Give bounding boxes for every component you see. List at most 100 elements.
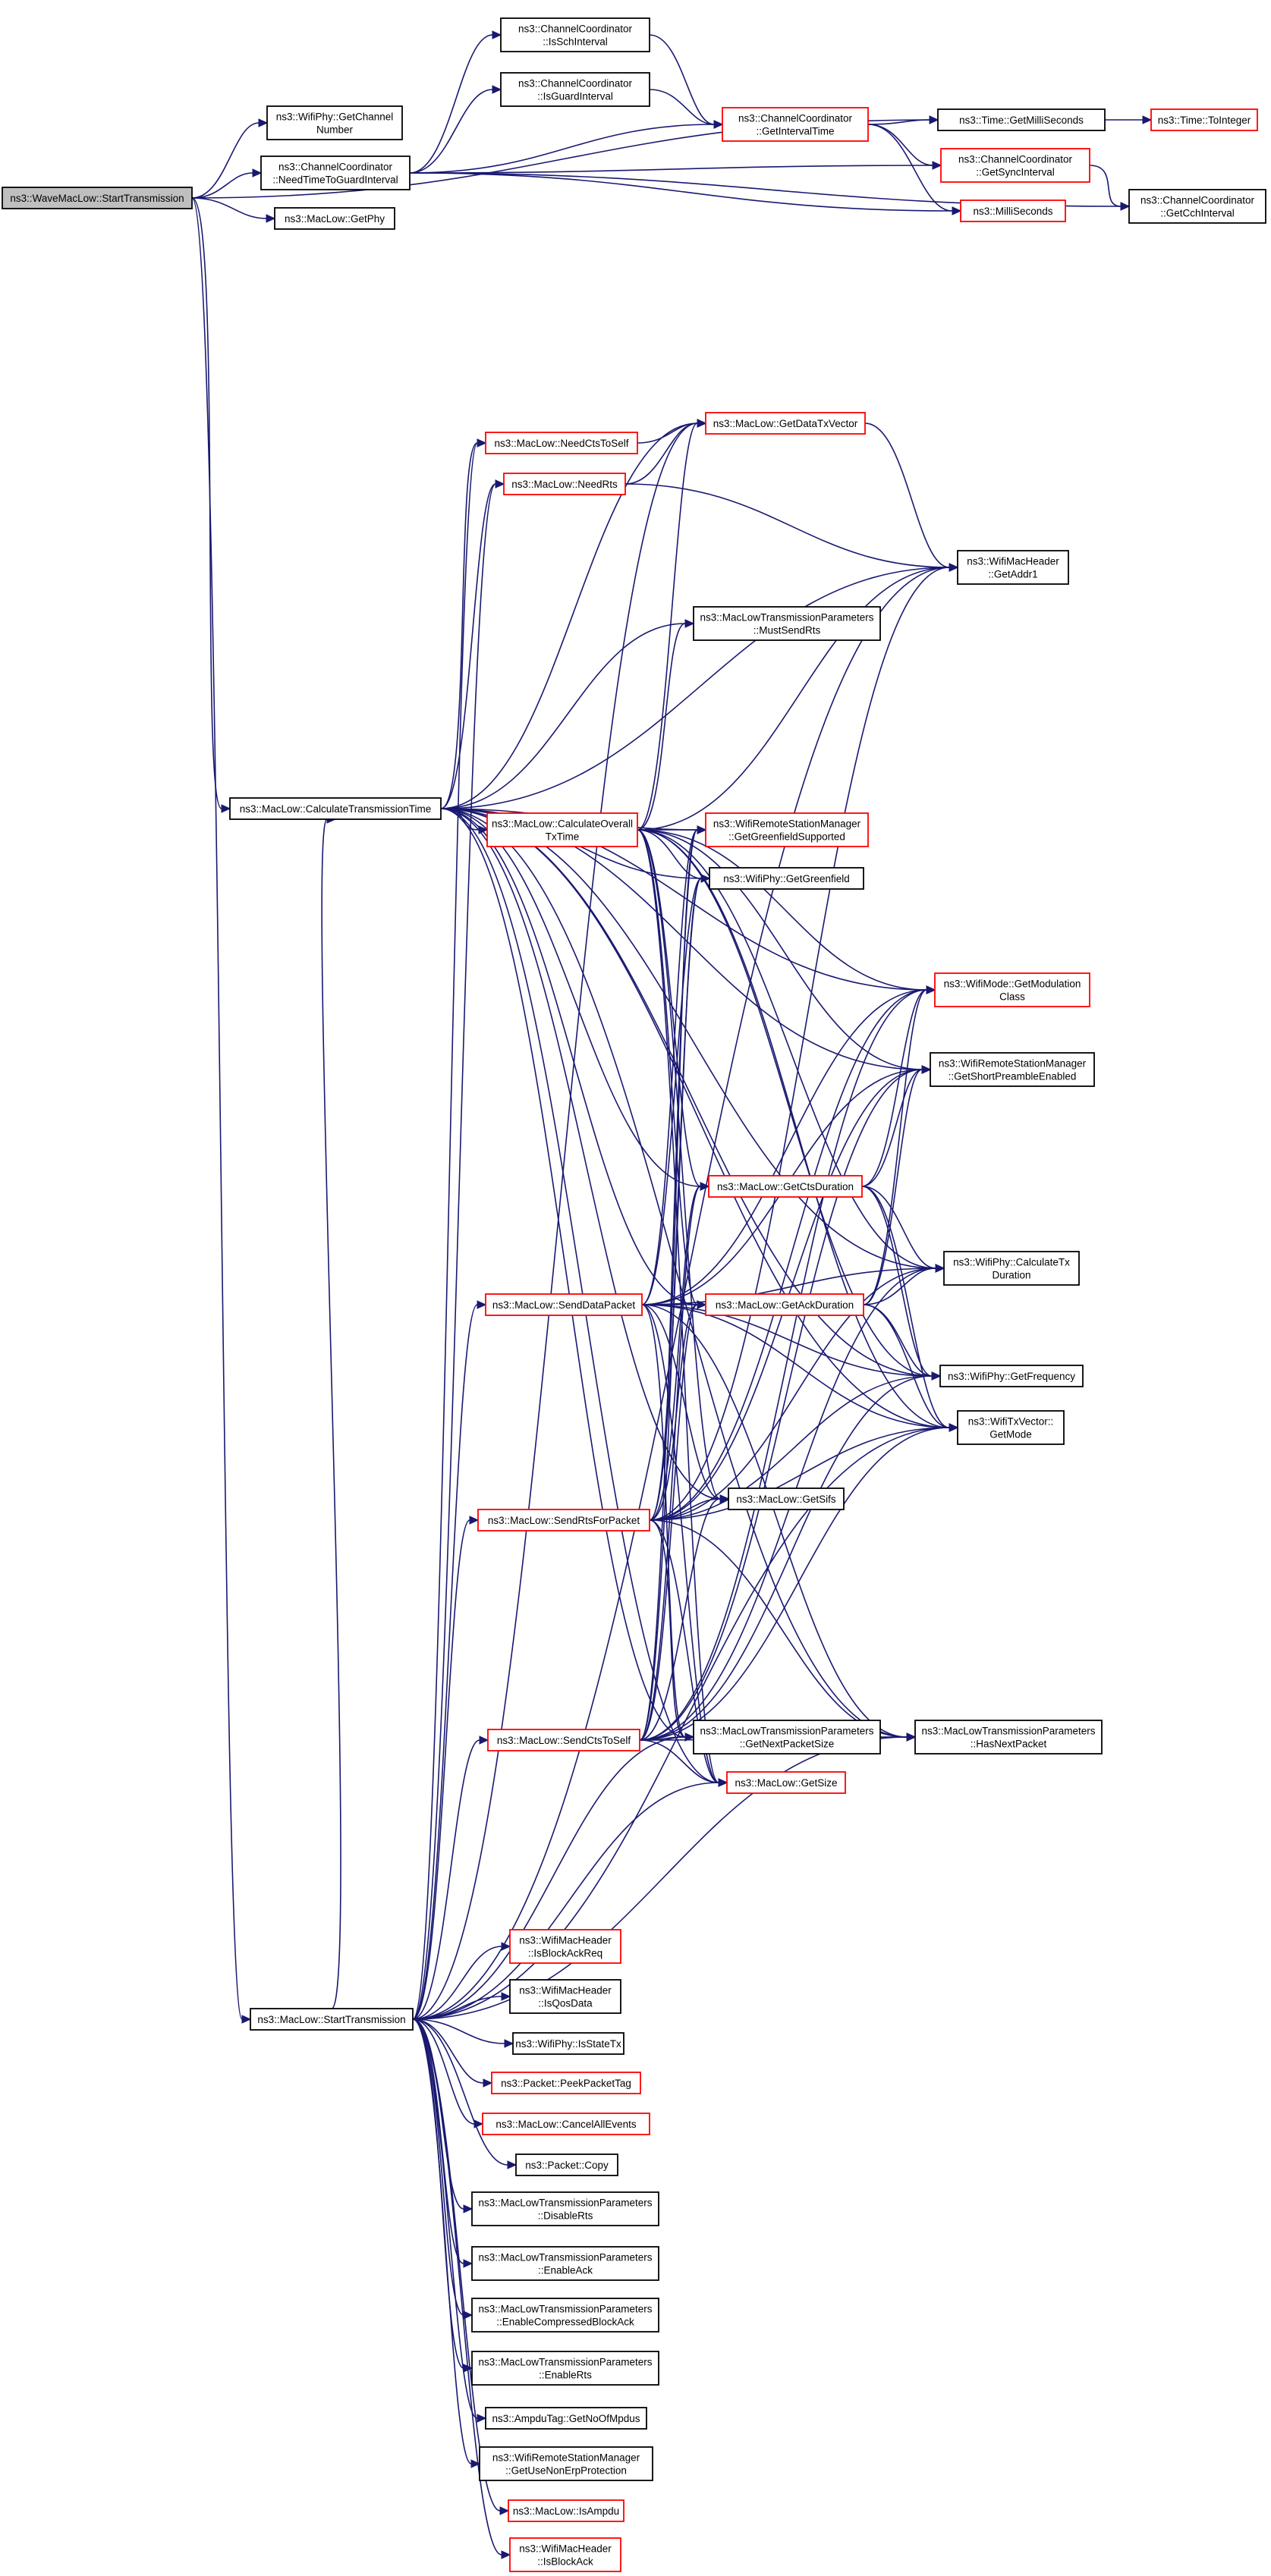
node-label: ns3::WifiRemoteStationManager <box>713 818 861 830</box>
node-label: ns3::MacLow::NeedRts <box>511 479 618 490</box>
edge-getctsduration-to-getshortpreamble <box>861 1069 923 1187</box>
edge-arrowhead <box>700 874 711 883</box>
edge-arrowhead <box>921 1065 932 1074</box>
node-label: ns3::MacLowTransmissionParameters <box>700 612 873 624</box>
edge-arrowhead <box>241 2015 252 2024</box>
node-getackduration[interactable]: ns3::MacLow::GetAckDuration <box>705 1293 864 1316</box>
node-label: ns3::WifiPhy::CalculateTx <box>953 1257 1070 1268</box>
node-sendctstoself[interactable]: ns3::MacLow::SendCtsToSelf <box>487 1729 640 1751</box>
node-sendrtsforpacket[interactable]: ns3::MacLow::SendRtsForPacket <box>477 1509 650 1531</box>
edge-sendrtsforpacket-to-getgreenfieldsupported <box>649 829 698 1521</box>
node-label: ns3::WifiMacHeader <box>519 2543 612 2555</box>
node-needctstoself[interactable]: ns3::MacLow::NeedCtsToSelf <box>485 432 638 454</box>
node-label: ns3::WifiMode::GetModulation <box>944 979 1081 990</box>
node-label: ::EnableRts <box>539 2370 592 2381</box>
node-getsifs[interactable]: ns3::MacLow::GetSifs <box>728 1487 845 1510</box>
node-enableack[interactable]: ns3::MacLowTransmissionParameters::Enabl… <box>471 2246 659 2281</box>
node-label: ns3::WifiMacHeader <box>967 556 1059 567</box>
node-getnextpacketsize[interactable]: ns3::MacLowTransmissionParameters::GetNe… <box>693 1720 881 1755</box>
node-isampdu[interactable]: ns3::MacLow::IsAmpdu <box>508 2499 624 2522</box>
node-box <box>705 1293 864 1316</box>
edge-maclow_start-to-needctstoself <box>412 442 478 2020</box>
node-box <box>509 1929 621 1964</box>
edge-isguardinterval-to-getintervaltime <box>649 89 715 125</box>
node-getmode[interactable]: ns3::WifiTxVector::GetMode <box>957 1410 1065 1445</box>
node-needrts[interactable]: ns3::MacLow::NeedRts <box>503 473 626 495</box>
node-label: ::DisableRts <box>538 2210 593 2222</box>
node-box <box>482 2113 650 2135</box>
node-label: ns3::MacLow::GetSize <box>735 1777 837 1789</box>
edge-arrowhead <box>483 2078 493 2088</box>
node-getdatatxvector[interactable]: ns3::MacLow::GetDataTxVector <box>705 412 866 435</box>
node-box <box>930 1052 1095 1087</box>
node-wave_start[interactable]: ns3::WaveMacLow::StartTransmission <box>2 187 193 209</box>
edge-calctxtime-to-hasnextpacket <box>440 808 908 1738</box>
node-enablecompressedblockack[interactable]: ns3::MacLowTransmissionParameters::Enabl… <box>471 2298 659 2333</box>
node-isqosdata[interactable]: ns3::WifiMacHeader::IsQosData <box>509 1979 621 2014</box>
edge-maclow_start-to-getdatatxvector <box>412 423 698 2020</box>
edge-getintervaltime-to-getmilliseconds <box>867 119 930 125</box>
node-isblockack[interactable]: ns3::WifiMacHeader::IsBlockAck <box>509 2537 621 2572</box>
node-calctxtime[interactable]: ns3::MacLow::CalculateTransmissionTime <box>229 797 442 820</box>
node-box <box>471 2351 659 2386</box>
node-getfrequency[interactable]: ns3::WifiPhy::GetFrequency <box>939 1365 1084 1387</box>
node-label: ::GetCchInterval <box>1160 208 1235 219</box>
node-mustsendrts[interactable]: ns3::MacLowTransmissionParameters::MustS… <box>693 606 881 641</box>
edge-getsyncinterval-to-getcchinterval <box>1089 165 1122 207</box>
node-isblockackreq[interactable]: ns3::WifiMacHeader::IsBlockAckReq <box>509 1929 621 1964</box>
edge-calcoveralltxtime-to-getshortpreamble <box>637 829 923 1070</box>
edge-arrowhead <box>929 115 939 124</box>
node-packetcopy[interactable]: ns3::Packet::Copy <box>515 2153 618 2176</box>
node-tointeger[interactable]: ns3::Time::ToInteger <box>1150 108 1258 131</box>
node-label: ns3::MacLow::CalculateTransmissionTime <box>240 803 432 815</box>
node-senddatapacket[interactable]: ns3::MacLow::SendDataPacket <box>485 1293 643 1316</box>
edge-maclow_start-to-packetcopy <box>412 2018 508 2166</box>
node-label: ns3::MacLow::StartTransmission <box>257 2014 405 2025</box>
node-getsyncinterval[interactable]: ns3::ChannelCoordinator::GetSyncInterval <box>940 148 1090 183</box>
edge-arrowhead <box>932 161 942 170</box>
node-box <box>1150 108 1258 131</box>
node-getphy[interactable]: ns3::MacLow::GetPhy <box>274 207 395 230</box>
node-box <box>937 108 1106 131</box>
node-label: ns3::MilliSeconds <box>973 206 1052 217</box>
edge-getctsduration-to-calculatetxduration <box>861 1186 936 1269</box>
edge-arrowhead <box>926 985 936 994</box>
edge-arrowhead <box>258 118 269 127</box>
edge-maclow_start-to-calctxtime <box>321 818 341 2009</box>
node-getusenonerp[interactable]: ns3::WifiRemoteStationManager::GetUseNon… <box>479 2446 653 2481</box>
node-getaddr1[interactable]: ns3::WifiMacHeader::GetAddr1 <box>957 550 1069 585</box>
node-maclow_start[interactable]: ns3::MacLow::StartTransmission <box>250 2008 414 2031</box>
node-cancelallevents[interactable]: ns3::MacLow::CancelAllEvents <box>482 2113 650 2135</box>
node-enablerts[interactable]: ns3::MacLowTransmissionParameters::Enabl… <box>471 2351 659 2386</box>
node-milliseconds[interactable]: ns3::MilliSeconds <box>960 199 1066 222</box>
node-getintervaltime[interactable]: ns3::ChannelCoordinator::GetIntervalTime <box>722 107 869 142</box>
node-getcchinterval[interactable]: ns3::ChannelCoordinator::GetCchInterval <box>1128 189 1266 224</box>
node-getgreenfieldsupported[interactable]: ns3::WifiRemoteStationManager::GetGreenf… <box>705 812 869 847</box>
node-getgreenfield[interactable]: ns3::WifiPhy::GetGreenfield <box>709 867 864 890</box>
node-hasnextpacket[interactable]: ns3::MacLowTransmissionParameters::HasNe… <box>914 1720 1103 1755</box>
node-disablerts[interactable]: ns3::MacLowTransmissionParameters::Disab… <box>471 2191 659 2226</box>
node-label: ::GetUseNonErpProtection <box>505 2465 627 2477</box>
edge-arrowhead <box>492 85 502 94</box>
node-isschinterval[interactable]: ns3::ChannelCoordinator::IsSchInterval <box>500 17 650 52</box>
node-box <box>515 2153 618 2176</box>
node-label: Number <box>316 124 354 136</box>
nodes-layer: ns3::WaveMacLow::StartTransmissionns3::W… <box>2 17 1266 2572</box>
node-peekpackettag[interactable]: ns3::Packet::PeekPacketTag <box>491 2072 641 2094</box>
node-label: ns3::WifiRemoteStationManager <box>492 2452 640 2464</box>
node-isstatetx[interactable]: ns3::WifiPhy::IsStateTx <box>512 2032 624 2055</box>
edge-wave_start-to-maclow_start <box>191 197 243 2020</box>
edge-arrowhead <box>952 206 962 215</box>
node-getsize[interactable]: ns3::MacLow::GetSize <box>726 1771 846 1794</box>
node-getshortpreamble[interactable]: ns3::WifiRemoteStationManager::GetShortP… <box>930 1052 1095 1087</box>
node-box <box>1128 189 1266 224</box>
node-getnoofmpdus[interactable]: ns3::AmpduTag::GetNoOfMpdus <box>485 2407 647 2430</box>
node-getmilliseconds[interactable]: ns3::Time::GetMilliSeconds <box>937 108 1106 131</box>
node-getctsduration[interactable]: ns3::MacLow::GetCtsDuration <box>708 1175 863 1198</box>
node-isguardinterval[interactable]: ns3::ChannelCoordinator::IsGuardInterval <box>500 72 650 107</box>
node-needtime[interactable]: ns3::ChannelCoordinator::NeedTimeToGuard… <box>260 156 411 190</box>
